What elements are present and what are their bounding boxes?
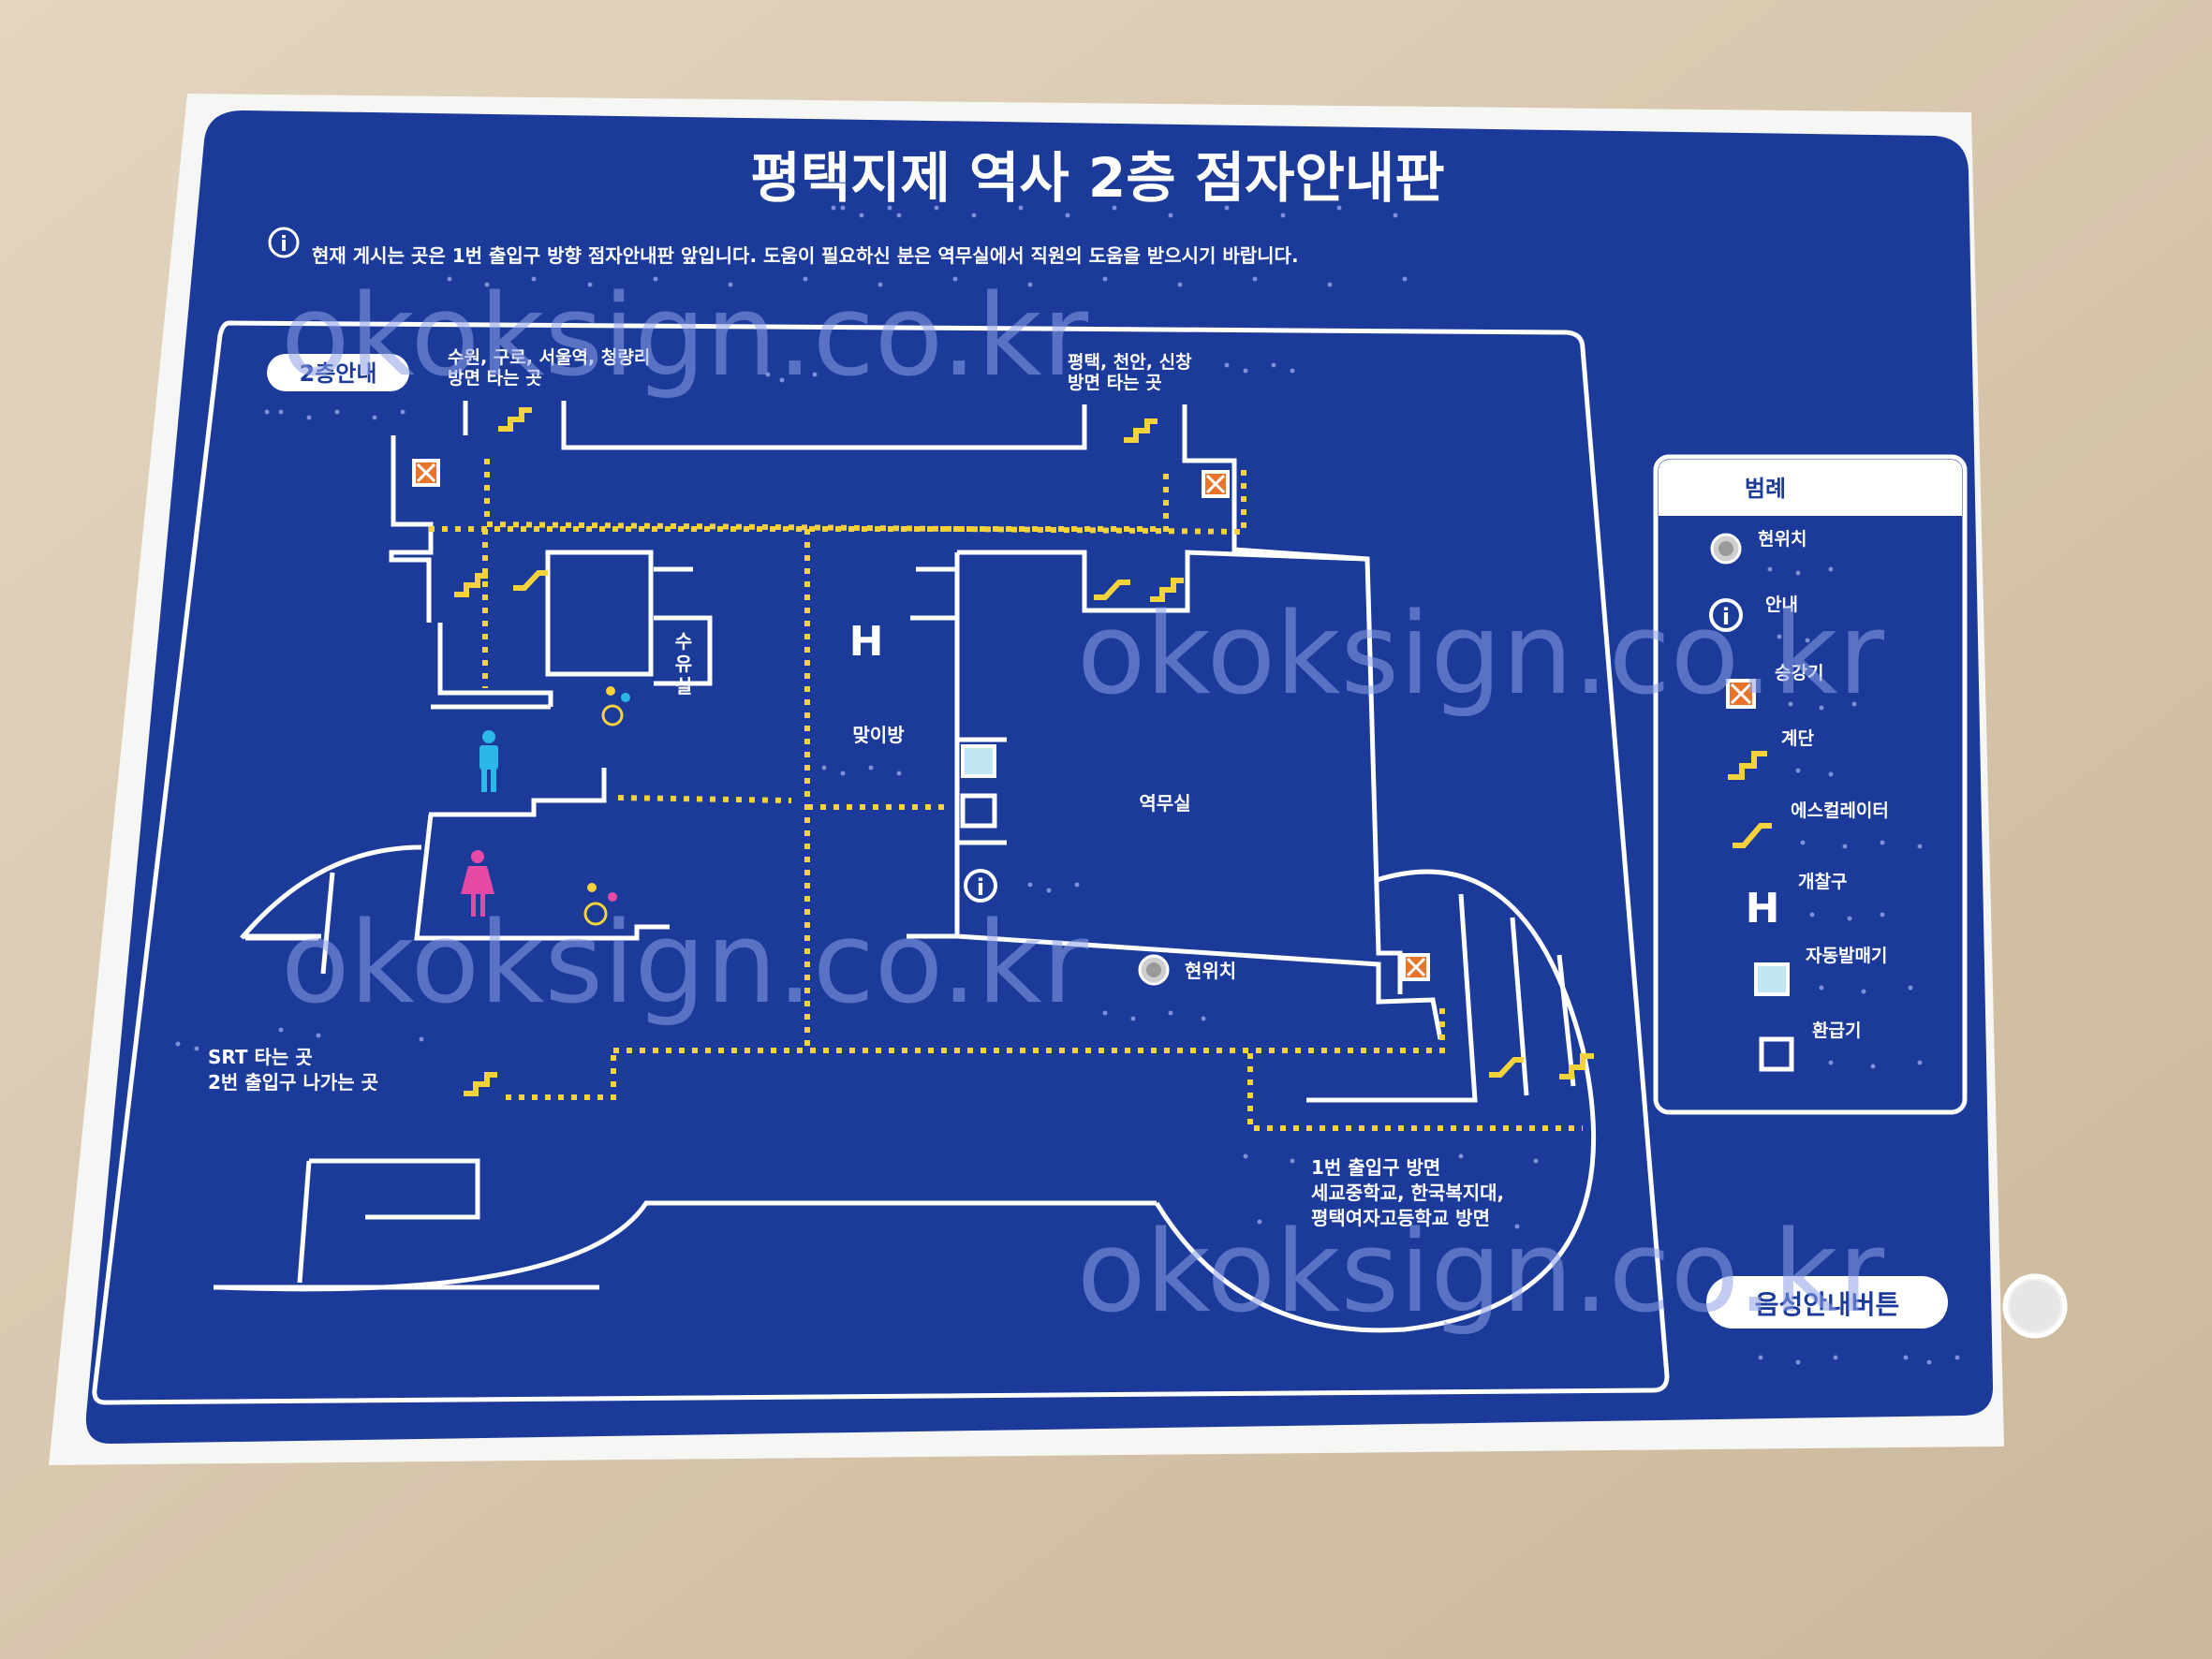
platform-left-line1: 수원, 구로, 서울역, 청량리 (448, 347, 650, 368)
exit1-label-line1: 1번 출입구 방면 (1311, 1156, 1440, 1179)
braille-dots (175, 362, 1960, 1365)
notice-text: 현재 게시는 곳은 1번 출입구 방향 점자안내판 앞입니다. 도움이 필요하신… (312, 244, 1299, 267)
legend-title: 범례 (1745, 476, 1786, 502)
ticket-gate-icon: H (1746, 885, 1780, 932)
braille-dots (831, 205, 1398, 218)
srt-label-line2: 2번 출입구 나가는 곳 (208, 1071, 378, 1094)
tactile-route (429, 459, 1583, 1131)
info-icon: i (1709, 598, 1743, 632)
stairs-icon (1150, 578, 1184, 602)
current-location-icon (1138, 954, 1170, 986)
stairs-icon (1728, 751, 1767, 780)
legend-label-escalator: 에스컬레이터 (1791, 800, 1889, 821)
current-location-icon (1710, 533, 1742, 565)
water-room-char1: 수 (675, 630, 692, 653)
legend-label-stairs: 계단 (1781, 728, 1814, 749)
floor-tag-label: 2층안내 (300, 360, 377, 387)
legend-label-refund-machine: 환급기 (1812, 1020, 1861, 1041)
platform-left-line2: 방면 타는 곳 (448, 368, 542, 389)
page-title: 평택지제 역사 2층 점자안내판 (750, 146, 1444, 210)
stairs-icon (1124, 418, 1158, 443)
floor-plan (214, 401, 1597, 1333)
voice-guide-label: 음성안내버튼 (1755, 1289, 1900, 1320)
platform-right-line2: 방면 타는 곳 (1068, 373, 1162, 393)
stairs-icon (454, 573, 488, 597)
braille-dots (447, 276, 1408, 287)
legend-panel: 범례 현위치 i 안내 승강기 계단 에스컬레이터 H 개찰구 자동발매기 환급… (1653, 454, 1968, 1115)
watermark: okoksign.co.kr (281, 272, 1089, 402)
watermark: okoksign.co.kr (1077, 590, 1885, 720)
waiting-room-label: 맞이방 (852, 724, 905, 746)
elevator-icon (1402, 953, 1430, 981)
info-icon: i (268, 227, 300, 258)
legend-label-ticket-machine: 자동발매기 (1806, 946, 1887, 966)
accessible-restroom-icon (601, 686, 630, 727)
water-room-char2: 유 (675, 653, 692, 675)
station-office-label: 역무실 (1139, 792, 1190, 815)
elevator-icon (1726, 679, 1756, 709)
legend-label-current-location: 현위치 (1758, 529, 1806, 550)
current-location-label: 현위치 (1185, 960, 1236, 982)
voice-guide-button[interactable] (2002, 1273, 2068, 1339)
stairs-icon (464, 1072, 497, 1096)
refund-machine-icon (960, 793, 997, 829)
escalator-icon (1094, 580, 1130, 600)
watermark: okoksign.co.kr (281, 899, 1089, 1029)
voice-guide-badge (1706, 1276, 1948, 1329)
stairs-icon (1559, 1053, 1594, 1079)
floor-tag (267, 354, 409, 391)
legend-label-elevator: 승강기 (1775, 663, 1823, 683)
elevator-icon (412, 459, 440, 487)
stairs-icon (498, 407, 532, 432)
escalator-icon (513, 570, 548, 591)
refund-machine-icon (1759, 1036, 1794, 1072)
ticket-machine-icon (1754, 962, 1790, 996)
male-restroom-icon (479, 730, 498, 792)
exit1-label-line2: 세교중학교, 한국복지대, (1311, 1182, 1504, 1204)
platform-right-line1: 평택, 천안, 신창 (1068, 352, 1192, 373)
elevator-icon (1202, 470, 1230, 498)
ticket-gate-icon: H (849, 618, 884, 666)
map-frame (92, 320, 1670, 1405)
legend-label-info: 안내 (1765, 595, 1798, 615)
ticket-machine-icon (961, 744, 996, 778)
info-icon: i (964, 869, 997, 903)
watermark: okoksign.co.kr (1077, 1208, 1885, 1338)
svg-text:i: i (977, 874, 984, 901)
legend-label-ticket-gate: 개찰구 (1798, 872, 1847, 892)
srt-label-line1: SRT 타는 곳 (208, 1046, 313, 1068)
water-room-char3: 실 (675, 675, 692, 697)
escalator-icon (1489, 1057, 1524, 1078)
female-restroom-icon (461, 850, 494, 917)
accessible-restroom-icon (583, 883, 617, 926)
svg-text:i: i (1722, 604, 1730, 630)
escalator-icon (1733, 823, 1772, 848)
svg-text:i: i (280, 233, 288, 257)
